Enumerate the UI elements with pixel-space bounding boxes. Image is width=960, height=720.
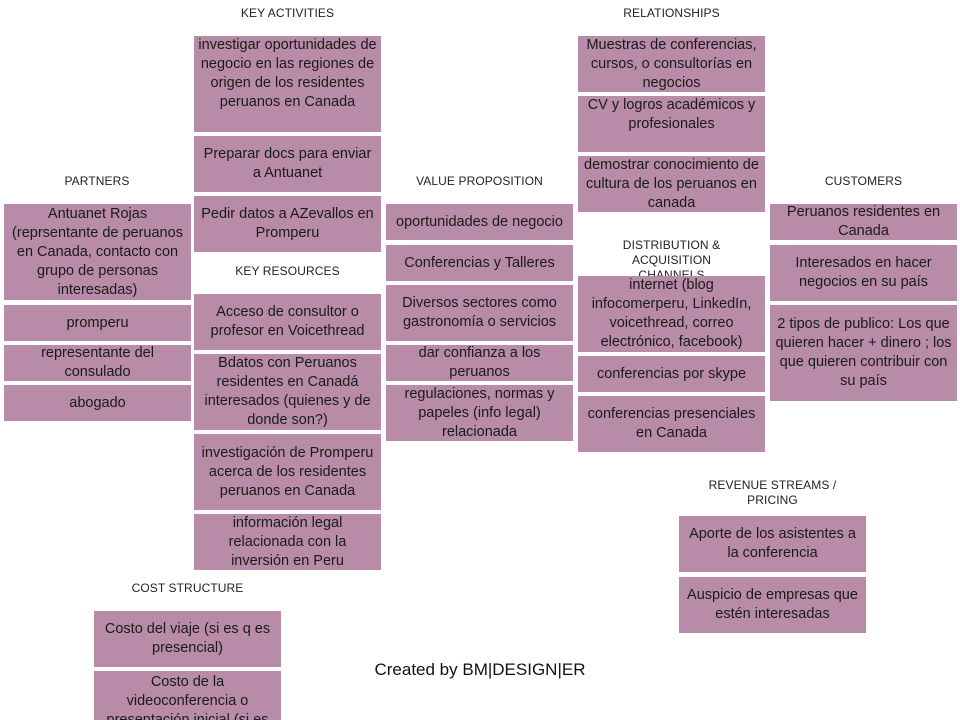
sticky-note: conferencias presenciales en Canada — [578, 396, 765, 452]
note-text: Aporte de los asistentes a la conferenci… — [689, 526, 856, 561]
note-text: Bdatos con Peruanos residentes en Canadá… — [204, 355, 371, 428]
note-text: 2 tipos de publico: Los que quieren hace… — [775, 316, 952, 389]
sticky-note: Acceso de consultor o profesor en Voicet… — [194, 294, 381, 350]
note-text: promperu — [66, 314, 129, 331]
note-text: Costo de la videoconferencia o presentac… — [106, 674, 269, 720]
sticky-note: Pedir datos a AZevallos en Promperu — [194, 196, 381, 252]
header-partners: PARTNERS — [64, 174, 130, 188]
note-text: Interesados en hacer negocios en su país — [795, 255, 932, 290]
note-text: Conferencias y Talleres — [404, 254, 555, 271]
created-by-credit: Created by BM|DESIGN|ER — [374, 660, 586, 679]
sticky-note: investigación de Promperu acerca de los … — [194, 434, 381, 510]
header-customers: CUSTOMERS — [824, 174, 903, 188]
header-key-activities: KEY ACTIVITIES — [240, 6, 335, 20]
sticky-note: investigar oportunidades de negocio en l… — [194, 36, 381, 132]
note-text: Costo del viaje (si es q es presencial) — [104, 621, 271, 656]
note-text: Antuanet Rojas (reprsentante de peruanos… — [12, 205, 183, 298]
sticky-note: CV y logros académicos y profesionales — [578, 96, 765, 152]
note-text: CV y logros académicos y profesionales — [587, 97, 756, 132]
sticky-note: oportunidades de negocio — [386, 204, 573, 240]
header-revenue-streams: REVENUE STREAMS / PRICING — [708, 478, 837, 507]
note-text: investigación de Promperu acerca de los … — [201, 444, 374, 499]
header-key-resources: KEY RESOURCES — [235, 264, 340, 278]
note-text: Auspicio de empresas que estén interesad… — [687, 587, 858, 622]
note-text: abogado — [69, 394, 126, 411]
note-text: Peruanos residentes en Canada — [786, 204, 941, 239]
note-text: información legal relacionada con la inv… — [228, 515, 347, 569]
note-text: conferencias por skype — [596, 365, 747, 382]
note-text: Diversos sectores como gastronomía o ser… — [402, 295, 557, 330]
note-text: internet (blog infocomerperu, LinkedIn, … — [591, 277, 752, 350]
sticky-note: Conferencias y Talleres — [386, 245, 573, 281]
header-value-proposition: VALUE PROPOSITION — [416, 174, 543, 188]
sticky-note: Interesados en hacer negocios en su país — [770, 245, 957, 301]
note-text: Acceso de consultor o profesor en Voicet… — [210, 304, 365, 339]
sticky-note: Antuanet Rojas (reprsentante de peruanos… — [4, 204, 191, 300]
note-text: oportunidades de negocio — [396, 213, 563, 230]
sticky-note: Bdatos con Peruanos residentes en Canadá… — [194, 354, 381, 430]
note-text: investigar oportunidades de negocio en l… — [198, 37, 377, 110]
sticky-note: Auspicio de empresas que estén interesad… — [679, 577, 866, 633]
sticky-note: internet (blog infocomerperu, LinkedIn, … — [578, 276, 765, 352]
sticky-note: conferencias por skype — [578, 356, 765, 392]
sticky-note: regulaciones, normas y papeles (info leg… — [386, 385, 573, 441]
sticky-note: información legal relacionada con la inv… — [194, 514, 381, 570]
sticky-note: Preparar docs para enviar a Antuanet — [194, 136, 381, 192]
note-text: regulaciones, normas y papeles (info leg… — [404, 385, 555, 440]
note-text: demostrar conocimiento de cultura de los… — [584, 156, 759, 211]
sticky-note: demostrar conocimiento de cultura de los… — [578, 156, 765, 212]
sticky-note: Peruanos residentes en Canada — [770, 204, 957, 240]
note-text: dar confianza a los peruanos — [418, 345, 541, 380]
sticky-note: Aporte de los asistentes a la conferenci… — [679, 516, 866, 572]
note-text: Pedir datos a AZevallos en Promperu — [201, 206, 374, 241]
note-text: Preparar docs para enviar a Antuanet — [203, 146, 372, 181]
sticky-note: representante del consulado — [4, 345, 191, 381]
sticky-note: Costo de la videoconferencia o presentac… — [94, 671, 281, 720]
sticky-note: dar confianza a los peruanos — [386, 345, 573, 381]
sticky-note: Muestras de conferencias, cursos, o cons… — [578, 36, 765, 92]
sticky-note: promperu — [4, 305, 191, 341]
sticky-note: Diversos sectores como gastronomía o ser… — [386, 285, 573, 341]
sticky-note: 2 tipos de publico: Los que quieren hace… — [770, 305, 957, 401]
note-text: Muestras de conferencias, cursos, o cons… — [586, 37, 757, 91]
note-text: representante del consulado — [41, 345, 154, 380]
sticky-note: abogado — [4, 385, 191, 421]
note-text: conferencias presenciales en Canada — [587, 406, 756, 441]
header-relationships: RELATIONSHIPS — [623, 6, 720, 20]
header-cost-structure: COST STRUCTURE — [131, 581, 244, 595]
sticky-note: Costo del viaje (si es q es presencial) — [94, 611, 281, 667]
